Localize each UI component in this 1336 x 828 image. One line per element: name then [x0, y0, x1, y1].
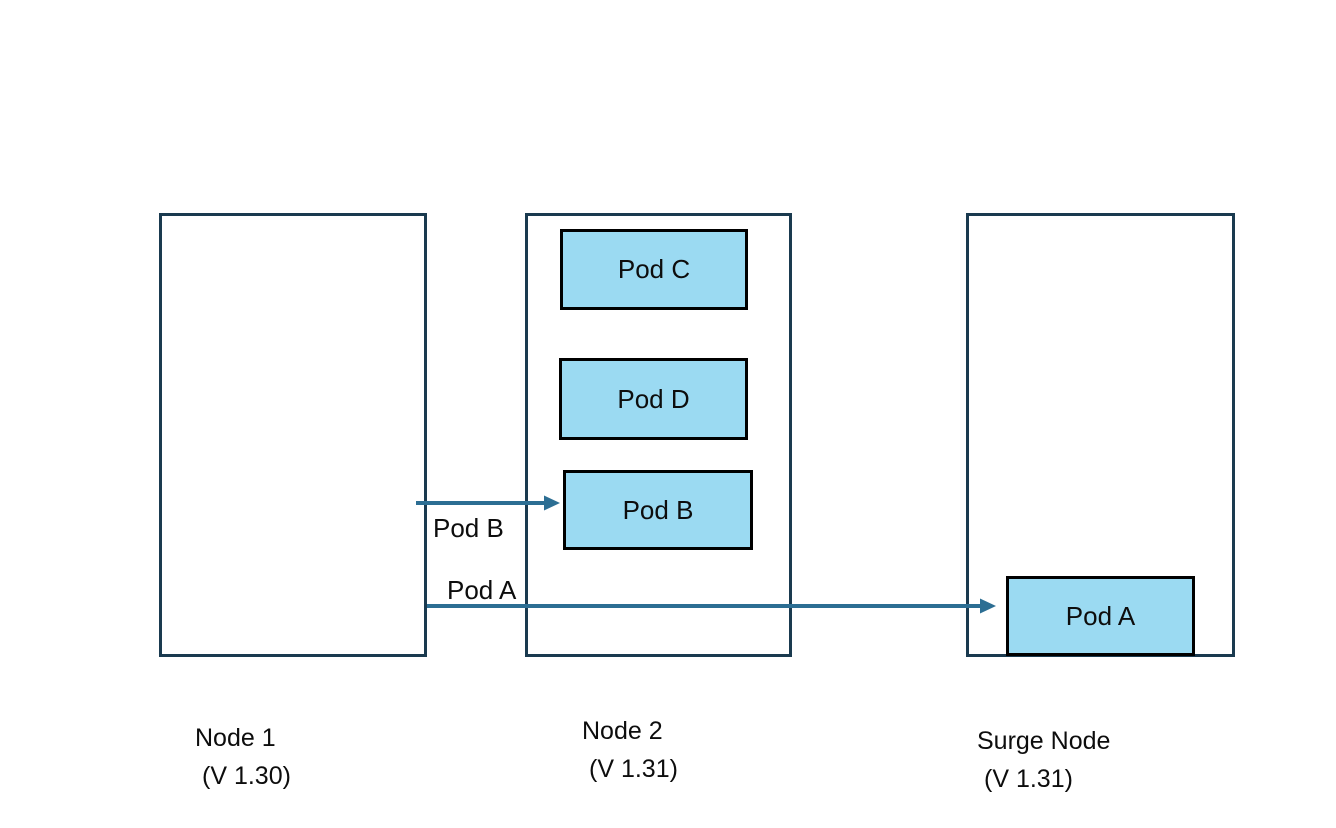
node-2-name: Node 2 [582, 717, 663, 745]
pod-d-label: Pod D [617, 383, 690, 414]
node-1-version: (V 1.30) [202, 762, 291, 790]
pod-a-label: Pod A [1065, 600, 1136, 631]
node-1-caption: Node 1 (V 1.30) [195, 719, 291, 795]
node-1-name: Node 1 [195, 724, 276, 752]
node-1-box [159, 213, 427, 657]
surge-node-name: Surge Node [977, 727, 1111, 755]
pod-d-box: Pod D [559, 358, 748, 440]
pod-b-label: Pod B [622, 494, 694, 525]
surge-node-caption: Surge Node (V 1.31) [977, 722, 1110, 798]
node-2-version: (V 1.31) [589, 755, 678, 783]
pod-a-box: Pod A [1006, 576, 1195, 656]
node-2-caption: Node 2 (V 1.31) [582, 712, 678, 788]
pod-c-box: Pod C [560, 229, 748, 310]
pod-a-arrow-label: Pod A [447, 575, 517, 605]
surge-node-version: (V 1.31) [984, 765, 1073, 793]
pod-b-box: Pod B [563, 470, 753, 550]
pod-b-arrow-label: Pod B [433, 513, 504, 543]
pod-c-label: Pod C [617, 254, 691, 284]
